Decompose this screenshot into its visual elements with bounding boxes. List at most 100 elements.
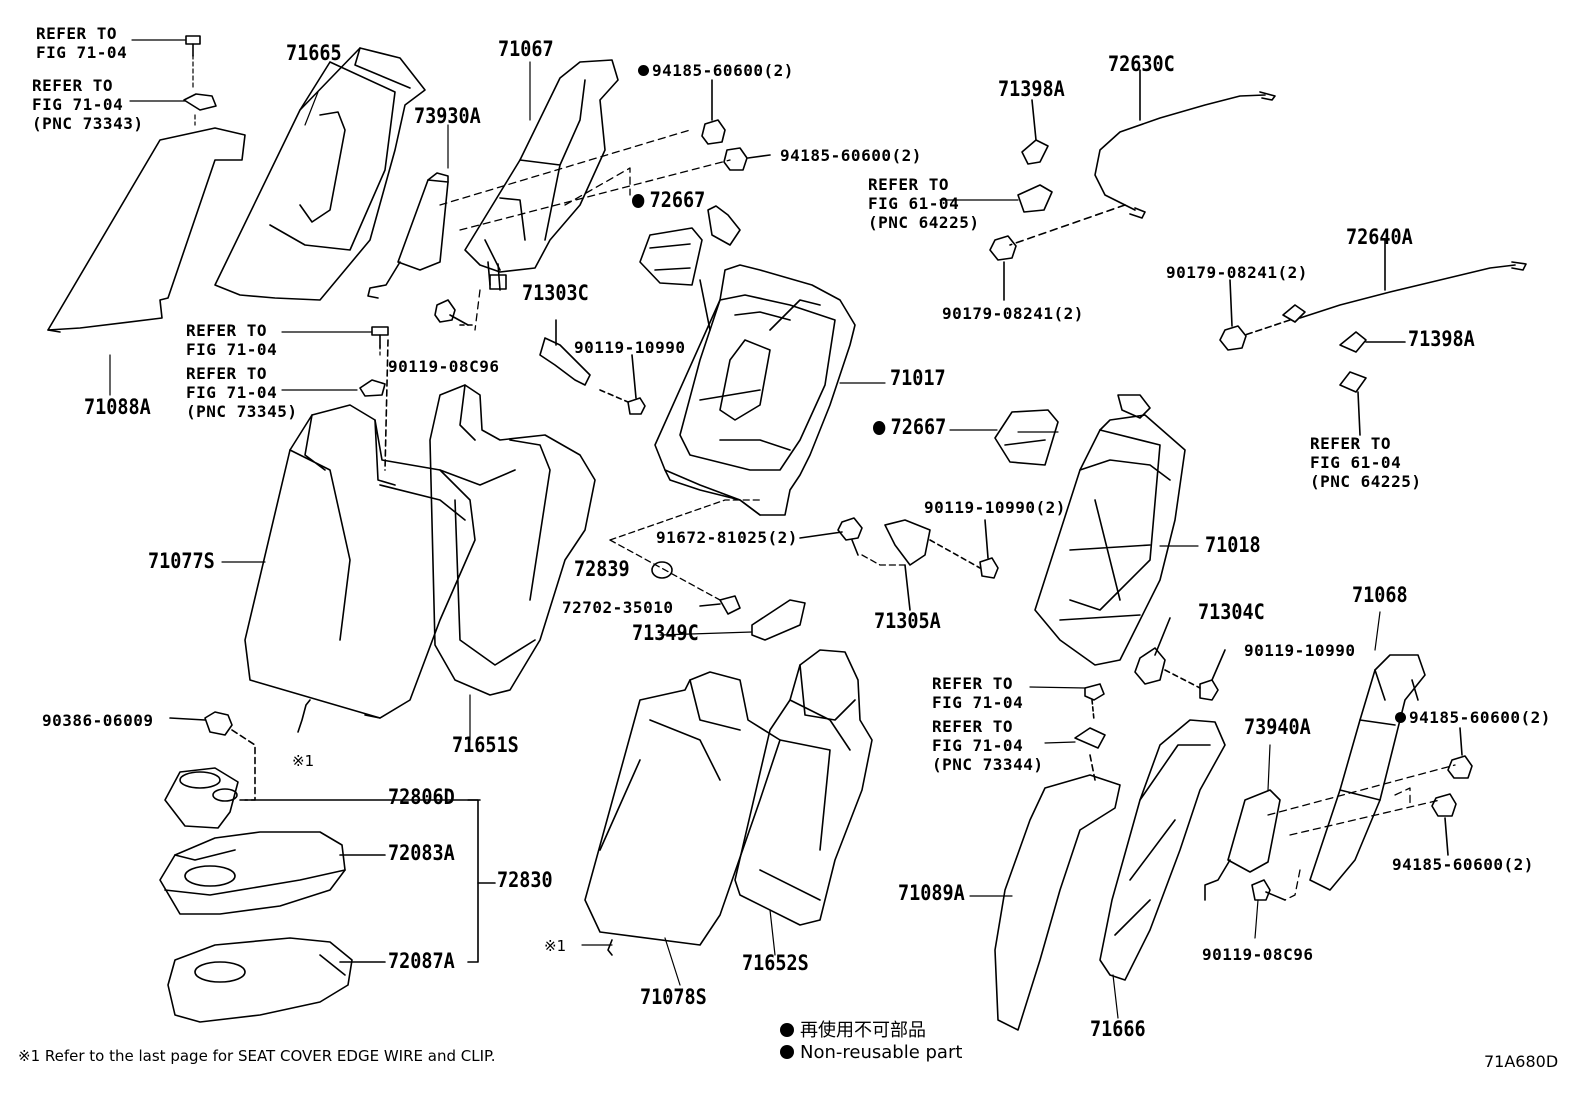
part-90119-10990-a[interactable]: 90119-10990 xyxy=(574,338,686,357)
part-71067[interactable]: 71067 xyxy=(498,37,554,61)
edge-wire-left xyxy=(297,699,311,733)
part-90179-08241-b[interactable]: 90179-08241(2) xyxy=(1166,263,1308,282)
clip-71398A-right xyxy=(1339,331,1406,436)
ref-fig-61-04-pnc-64225-b: REFER TO FIG 61-04 (PNC 64225) xyxy=(1310,434,1422,491)
pad-71089A xyxy=(994,774,1121,1031)
part-71304C[interactable]: 71304C xyxy=(1198,600,1265,624)
cup-holder-72806D xyxy=(164,767,239,829)
part-72667-b[interactable]: 72667 xyxy=(873,417,946,438)
non-reusable-dot xyxy=(638,65,649,76)
part-94185-60600-a[interactable]: 94185-60600(2) xyxy=(638,61,794,80)
legend-non-reusable-en: Non-reusable part xyxy=(780,1042,962,1063)
nut-90179-lower xyxy=(1219,279,1247,351)
bolt-90119-10990-a xyxy=(599,354,646,415)
part-94185-60600-b[interactable]: 94185-60600(2) xyxy=(780,146,922,165)
part-90119-10990-b[interactable]: 90119-10990(2) xyxy=(924,498,1066,517)
airbag-73930A xyxy=(367,172,449,299)
bolt-90119-08C96-left xyxy=(434,299,475,326)
bolt-72702 xyxy=(699,595,741,615)
bolt-ref-right xyxy=(1074,683,1106,781)
part-71077S[interactable]: 71077S xyxy=(148,549,215,573)
part-90119-10990-c[interactable]: 90119-10990 xyxy=(1244,641,1356,660)
bolt-ref-top-left xyxy=(183,35,217,111)
part-72087A[interactable]: 72087A xyxy=(388,949,455,973)
part-90119-08C96-a[interactable]: 90119-08C96 xyxy=(388,357,500,376)
part-72702-35010[interactable]: 72702-35010 xyxy=(562,598,674,617)
ref-fig-71-04-pnc-73343: REFER TO FIG 71-04 (PNC 73343) xyxy=(32,76,144,133)
guide-71305A xyxy=(884,519,931,611)
pad-71088A xyxy=(47,127,246,333)
frame-71017 xyxy=(654,205,856,516)
frame-71068 xyxy=(1309,654,1426,891)
part-90386-06009[interactable]: 90386-06009 xyxy=(42,711,154,730)
part-71017[interactable]: 71017 xyxy=(890,366,946,390)
part-71349C[interactable]: 71349C xyxy=(632,621,699,645)
ref-fig-71-04-a: REFER TO FIG 71-04 xyxy=(36,24,128,62)
cap-72839 xyxy=(651,561,673,579)
part-94185-60600-d[interactable]: 94185-60600(2) xyxy=(1392,855,1534,874)
part-72839[interactable]: 72839 xyxy=(574,557,630,581)
bracket-72667-a xyxy=(639,227,703,286)
part-72830[interactable]: 72830 xyxy=(497,868,553,892)
armrest-72083A xyxy=(159,831,346,915)
part-73940A[interactable]: 73940A xyxy=(1244,715,1311,739)
part-72806D[interactable]: 72806D xyxy=(388,785,455,809)
cable-72630C xyxy=(1009,69,1276,246)
part-91672-81025[interactable]: 91672-81025(2) xyxy=(656,528,798,547)
part-71651S[interactable]: 71651S xyxy=(452,733,519,757)
part-71303C[interactable]: 71303C xyxy=(522,281,589,305)
frame-71018 xyxy=(1034,394,1186,666)
nuts-top xyxy=(701,79,771,171)
hinge-71303C xyxy=(539,319,591,386)
bolt-ref-mid-left xyxy=(359,326,389,397)
legend-non-reusable-jp: 再使用不可部品 xyxy=(780,1016,926,1042)
legend-dot-icon xyxy=(780,1045,794,1059)
part-72083A[interactable]: 72083A xyxy=(388,841,455,865)
ref-fig-71-04-pnc-73344: REFER TO FIG 71-04 (PNC 73344) xyxy=(932,717,1044,774)
part-71398A-b[interactable]: 71398A xyxy=(1408,327,1475,351)
nuts-right xyxy=(1431,727,1473,856)
edge-wire-mid xyxy=(607,939,613,956)
ref-fig-61-04-pnc-64225-a: REFER TO FIG 61-04 (PNC 64225) xyxy=(868,175,980,232)
bolt-90119-08C96-right xyxy=(1251,879,1286,901)
note-mark-left: ※1 xyxy=(292,752,315,770)
part-71089A[interactable]: 71089A xyxy=(898,881,965,905)
note-mark-mid: ※1 xyxy=(544,937,567,955)
part-71666[interactable]: 71666 xyxy=(1090,1017,1146,1041)
ref-fig-71-04-b: REFER TO FIG 71-04 xyxy=(186,321,278,359)
part-72667-a[interactable]: 72667 xyxy=(632,190,705,211)
part-72630C[interactable]: 72630C xyxy=(1108,52,1175,76)
pad-71665 xyxy=(214,47,426,301)
armrest-72087A xyxy=(167,937,353,1023)
part-72640A[interactable]: 72640A xyxy=(1346,225,1413,249)
airbag-73940A xyxy=(1204,789,1281,901)
part-90119-08C96-b[interactable]: 90119-08C96 xyxy=(1202,945,1314,964)
part-71088A[interactable]: 71088A xyxy=(84,395,151,419)
figure-code: 71A680D xyxy=(1484,1052,1559,1071)
cover-71078S xyxy=(584,671,781,946)
grommet-90386 xyxy=(169,711,256,801)
bracket-72667-b xyxy=(994,409,1059,466)
part-71068[interactable]: 71068 xyxy=(1352,583,1408,607)
non-reusable-dot xyxy=(873,421,886,435)
part-94185-60600-c[interactable]: 94185-60600(2) xyxy=(1395,708,1551,727)
part-71665[interactable]: 71665 xyxy=(286,41,342,65)
part-73930A[interactable]: 73930A xyxy=(414,104,481,128)
footnote: ※1 Refer to the last page for SEAT COVER… xyxy=(18,1047,496,1065)
frame-71067 xyxy=(464,59,619,291)
part-71305A[interactable]: 71305A xyxy=(874,609,941,633)
part-71652S[interactable]: 71652S xyxy=(742,951,809,975)
part-90179-08241-a[interactable]: 90179-08241(2) xyxy=(942,304,1084,323)
pad-71652S xyxy=(734,649,873,926)
part-71018[interactable]: 71018 xyxy=(1205,533,1261,557)
bolt-90119-10990-b xyxy=(929,519,999,579)
cable-72640A xyxy=(1244,239,1527,336)
pad-71666 xyxy=(1099,719,1226,981)
part-71398A-a[interactable]: 71398A xyxy=(998,77,1065,101)
leaders xyxy=(109,39,1381,1019)
part-71078S[interactable]: 71078S xyxy=(640,985,707,1009)
ref-fig-71-04-pnc-73345: REFER TO FIG 71-04 (PNC 73345) xyxy=(186,364,298,421)
hinge-71304C xyxy=(1134,617,1171,685)
